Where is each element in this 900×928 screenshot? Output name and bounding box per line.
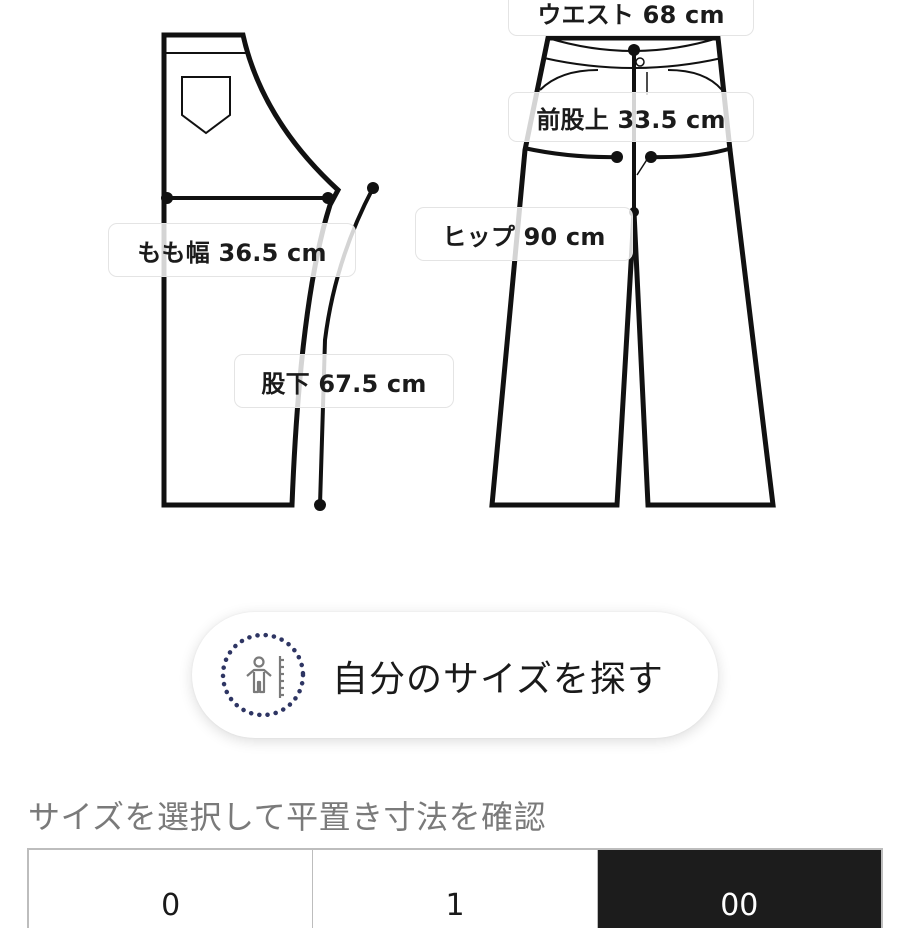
size-diagram: ウエスト 68 cm 前股上 33.5 cm ヒップ 90 cm もも幅 36.… — [108, 0, 776, 511]
front-rise-measurement-label: 前股上 33.5 cm — [508, 92, 754, 142]
size-tab[interactable]: 0 — [29, 850, 314, 928]
size-tab[interactable]: 1 — [313, 850, 598, 928]
pants-illustration — [161, 32, 776, 511]
inseam-measurement-label: 股下 67.5 cm — [234, 354, 454, 408]
hip-measurement-label: ヒップ 90 cm — [415, 207, 633, 261]
body-measure-icon — [218, 630, 308, 720]
waist-measurement-label: ウエスト 68 cm — [508, 0, 754, 36]
find-my-size-label: 自分のサイズを探す — [332, 659, 664, 700]
find-my-size-button[interactable]: 自分のサイズを探す — [192, 612, 718, 738]
size-selector: 0 1 00 — [27, 848, 883, 928]
size-tab-label: 1 — [445, 888, 465, 923]
size-tab-selected[interactable]: 00 — [597, 850, 881, 928]
thigh-width-measurement-label: もも幅 36.5 cm — [108, 223, 356, 277]
size-tab-label: 0 — [161, 888, 181, 923]
size-section-title: サイズを選択して平置き寸法を確認 — [28, 798, 547, 836]
size-tab-label: 00 — [720, 888, 759, 923]
